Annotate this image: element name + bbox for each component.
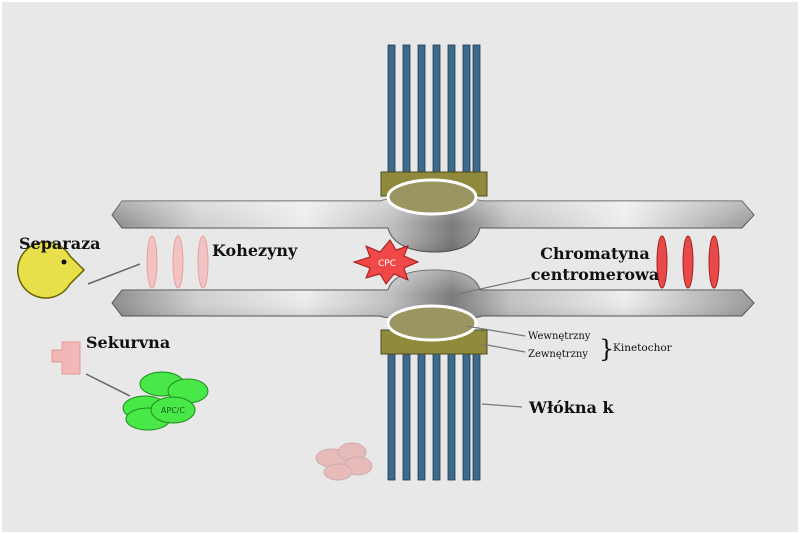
label-kinetochor: Kinetochor <box>613 342 673 354</box>
faded-subunit <box>343 456 373 476</box>
apcc-subunit <box>150 396 196 424</box>
cohesin-rings-active <box>656 235 720 289</box>
microtubule <box>402 44 411 176</box>
faded-subunit <box>323 463 353 481</box>
cohesin-ring <box>172 235 184 289</box>
label-sekurvna: Sekurvna <box>86 333 170 352</box>
microtubule <box>472 44 481 176</box>
securin-shape <box>51 341 81 375</box>
apcc-faded <box>315 442 373 481</box>
cpc-star: CPC <box>352 239 420 285</box>
cpc-label: CPC <box>378 259 396 269</box>
faded-subunit <box>337 442 367 462</box>
label-chromatyna-line1: Chromatyna <box>540 244 649 263</box>
separase-icon <box>17 241 86 299</box>
upper-chromatid-shading <box>112 197 754 252</box>
kinetochore-inner-bottom <box>386 304 478 342</box>
cohesin-ring <box>708 235 720 289</box>
label-wewnetrzny: Wewnętrzny <box>528 331 591 342</box>
label-chromatyna-line2: centromerowa <box>531 265 659 284</box>
lower-chromatid-shading <box>112 270 754 320</box>
fibers-pointer <box>481 403 523 408</box>
cohesin-ring <box>197 235 209 289</box>
microtubule <box>432 351 441 481</box>
apcc-complex: APC/C <box>122 371 209 431</box>
separase-eye <box>61 259 67 265</box>
cohesin-rings-faded <box>146 235 209 289</box>
cohesin-ring <box>146 235 158 289</box>
label-wlokna: Włókna k <box>528 398 614 417</box>
microtubule <box>402 351 411 481</box>
label-zewnetrzny: Zewnętrzny <box>528 349 588 360</box>
cohesin-ring <box>656 235 668 289</box>
inner-kinetochore-pointer <box>465 325 526 337</box>
microtubule <box>447 351 456 481</box>
securin-pointer <box>85 373 131 397</box>
label-separaza: Separaza <box>19 234 101 253</box>
microtubule <box>447 44 456 176</box>
apcc-label: APC/C <box>161 406 186 415</box>
microtubule <box>417 351 426 481</box>
faded-subunit <box>315 448 349 468</box>
kinetochore-brace: } <box>599 335 614 363</box>
kinetochore-inner-top <box>386 178 478 216</box>
separase-body <box>17 241 86 299</box>
label-kohezyny: Kohezyny <box>212 241 298 260</box>
microtubule <box>387 44 396 176</box>
microtubule <box>387 351 396 481</box>
microtubule <box>417 44 426 176</box>
cohesin-ring <box>682 235 694 289</box>
microtubule <box>472 351 481 481</box>
cpc-shape <box>352 239 420 285</box>
microtubule <box>462 44 471 176</box>
microtubule <box>462 351 471 481</box>
outer-kinetochore-pointer <box>481 343 526 353</box>
microtubule <box>432 44 441 176</box>
separase-pointer <box>87 263 141 285</box>
chromatin-pointer <box>457 277 531 295</box>
